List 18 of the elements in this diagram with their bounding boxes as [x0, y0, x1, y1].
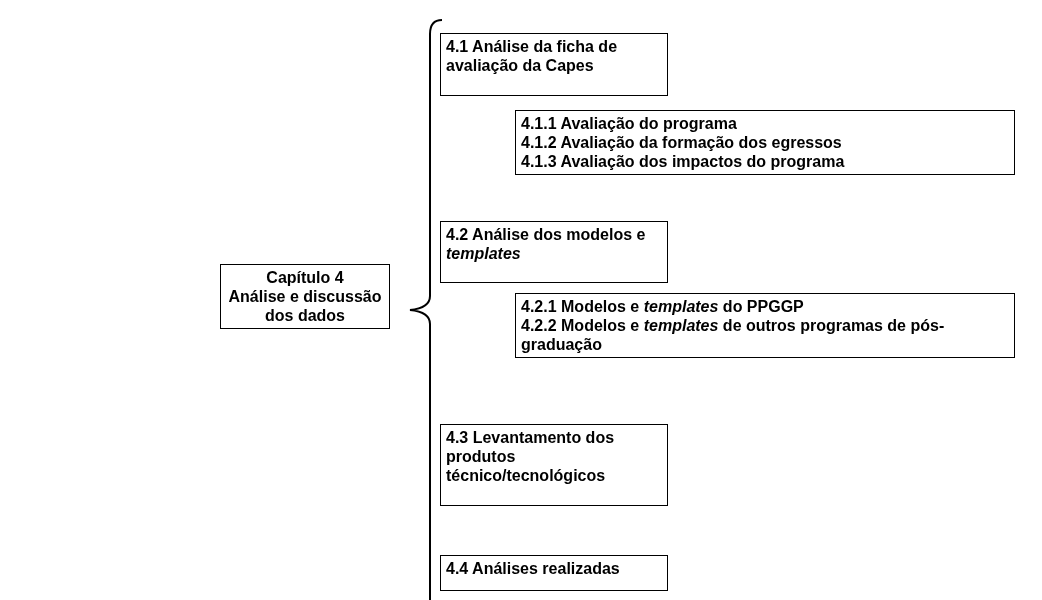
section-title: 4.1.3 Avaliação dos impactos do programa	[521, 152, 846, 171]
section-box	[440, 221, 668, 283]
section-box	[220, 264, 390, 329]
section-title: 4.1 Análise da ficha de avaliação da Capes	[446, 37, 619, 75]
section-box	[440, 33, 668, 96]
section-title: 4.2.1 Modelos e templates do PPGGP	[521, 297, 805, 316]
section-title: 4.2 Análise dos modelos e templates	[446, 225, 647, 263]
section-title: 4.3 Levantamento dos produtos técnico/tecnológicos	[446, 428, 616, 485]
section-title: 4.1.1 Avaliação do programa	[521, 114, 738, 133]
section-box	[440, 424, 668, 506]
section-title: Capítulo 4	[265, 268, 345, 287]
section-title: 4.2.2 Modelos e templates de outros programas de pós-graduação	[521, 316, 946, 354]
section-box	[440, 555, 668, 591]
section-box	[515, 293, 1015, 358]
section-box	[515, 110, 1015, 175]
section-title: 4.4 Análises realizadas	[446, 559, 621, 578]
section-title: Análise e discussão dos dados	[227, 287, 383, 325]
section-title: 4.1.2 Avaliação da formação dos egressos	[521, 133, 843, 152]
